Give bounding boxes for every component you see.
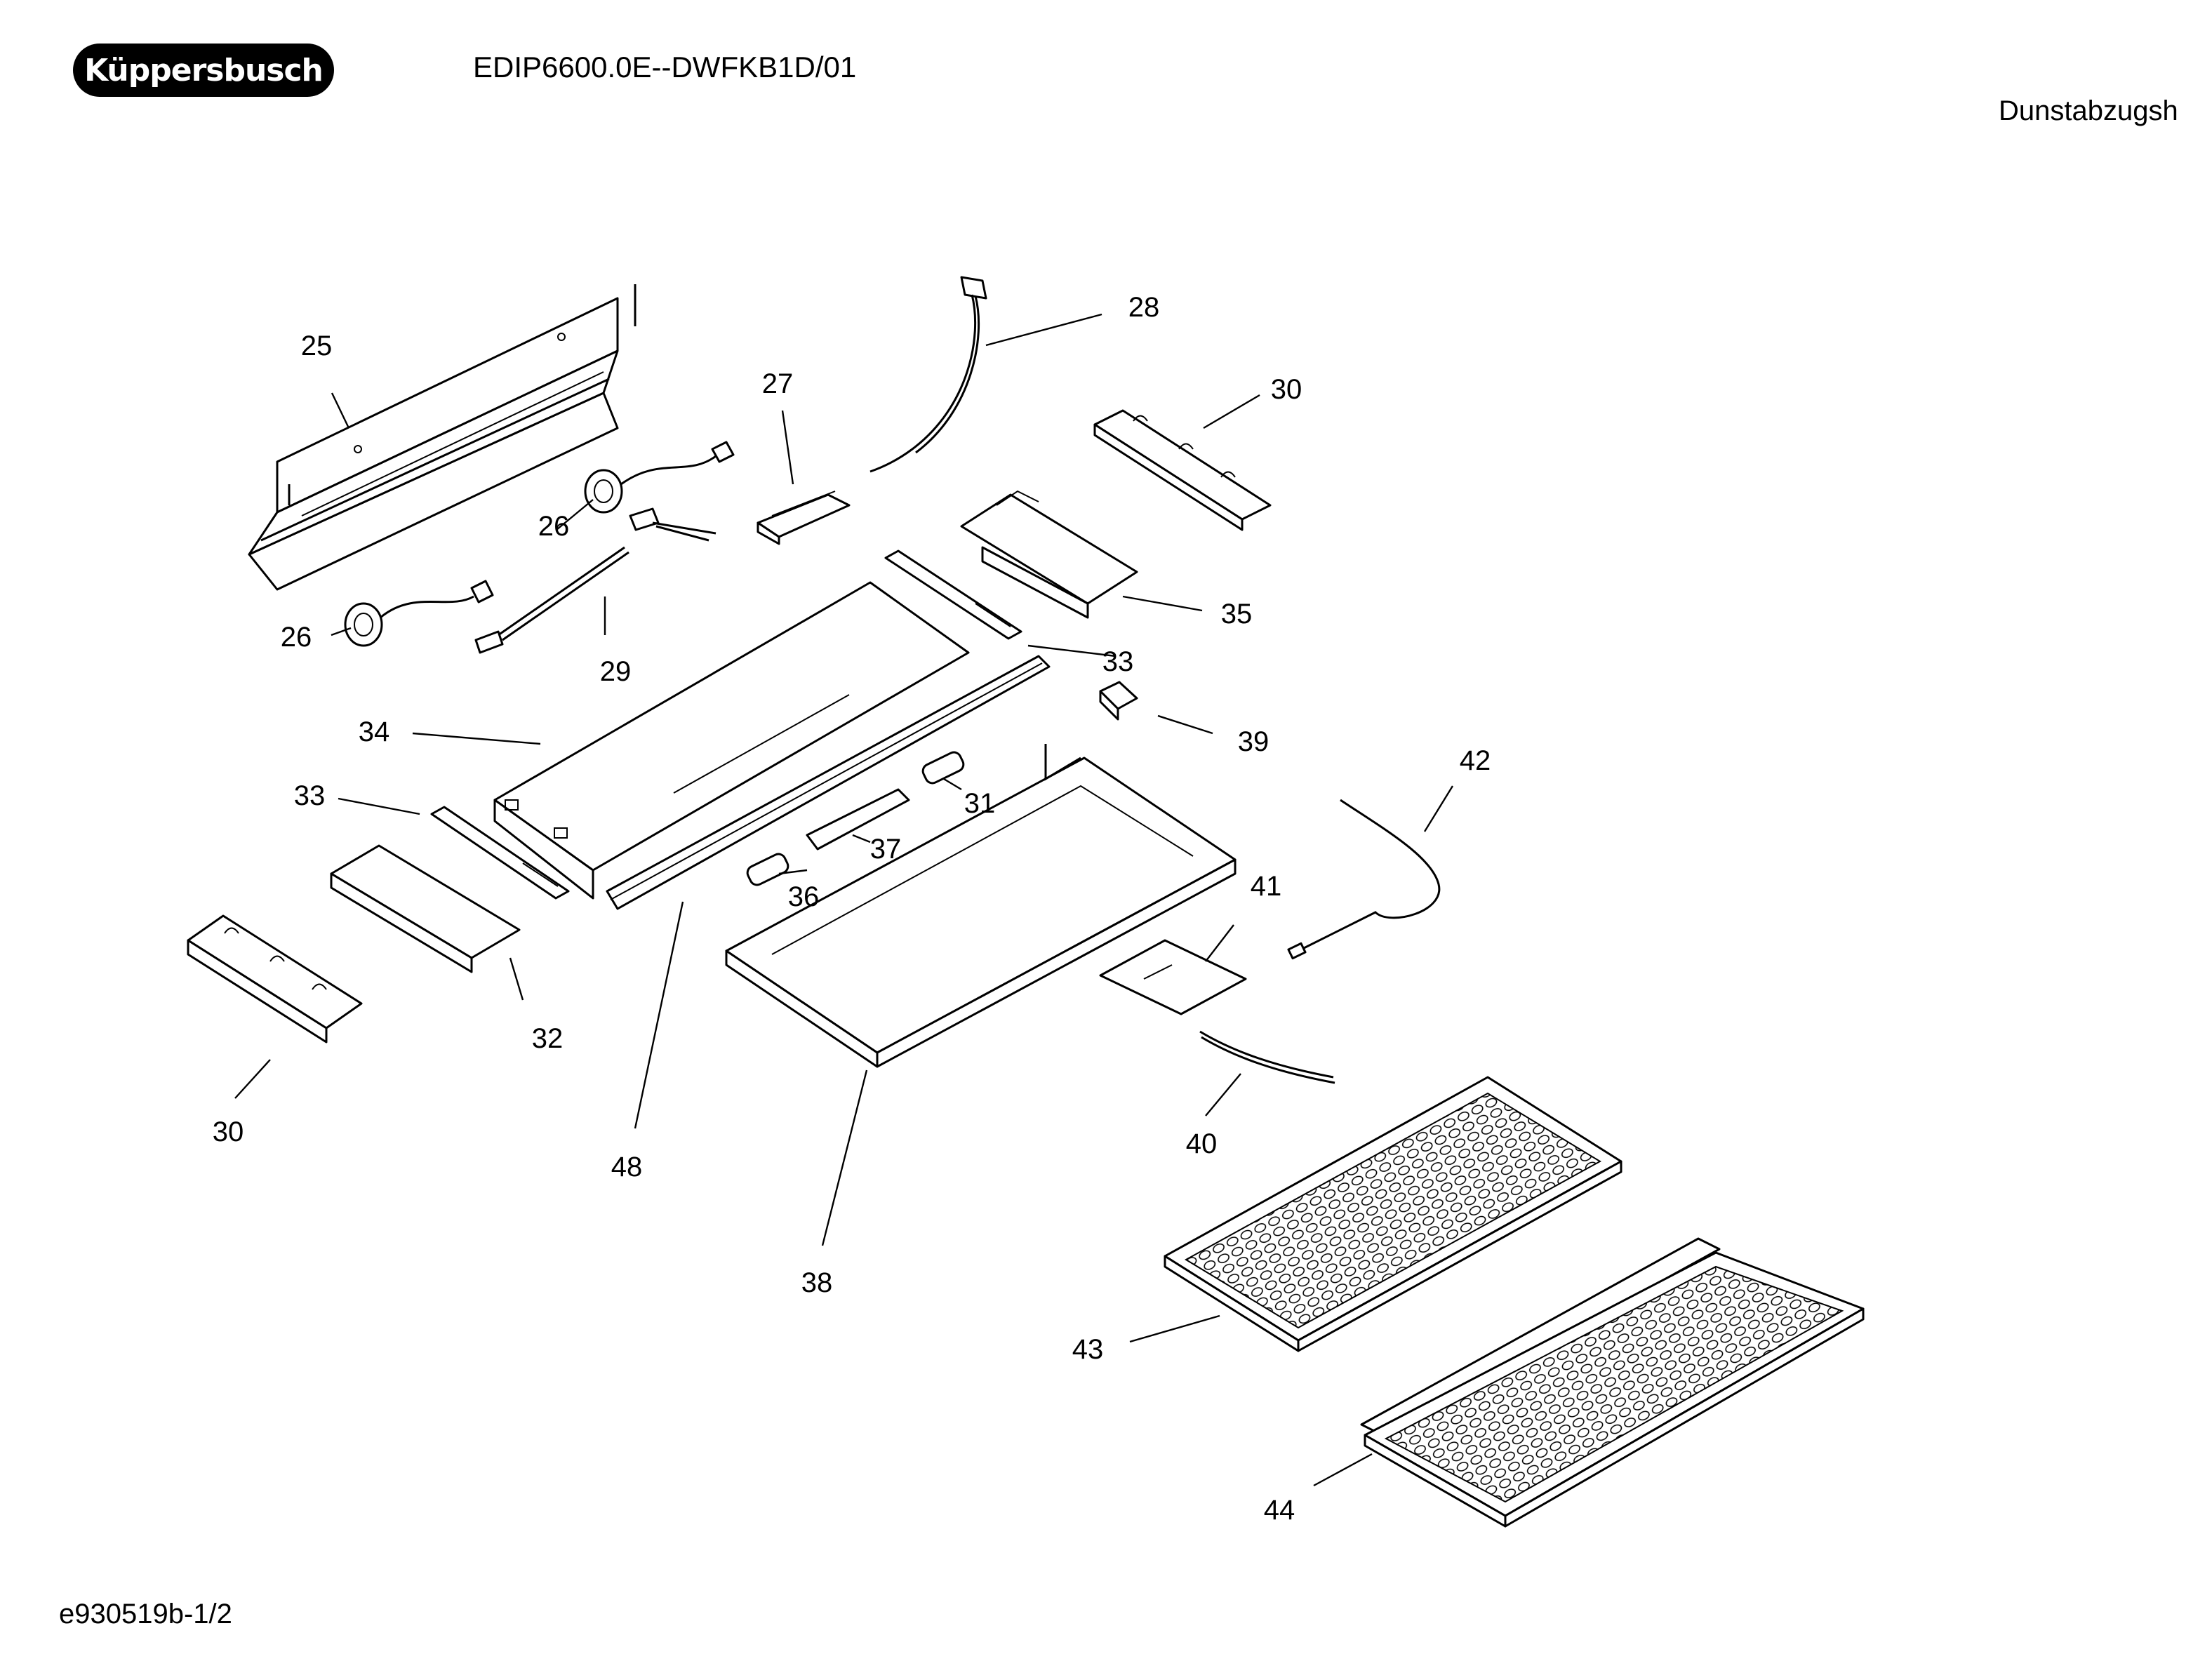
part-label-42: 42 [1459, 745, 1491, 776]
part-label-35: 35 [1220, 599, 1253, 629]
part-label-26-upper: 26 [538, 511, 570, 542]
part-label-44: 44 [1263, 1495, 1295, 1526]
brand-logo: Küppersbusch [73, 44, 334, 97]
part-label-26-lower: 26 [280, 622, 312, 653]
part-label-37: 37 [869, 834, 902, 865]
part-30-end-cap-upper [1093, 409, 1272, 531]
part-40-ribbon-cable [1199, 1030, 1335, 1084]
part-43-grease-filter [1164, 1076, 1622, 1352]
part-31-button [921, 751, 965, 785]
part-48-trim-strip [606, 655, 1051, 910]
part-27-ballast [757, 491, 851, 545]
part-label-39: 39 [1237, 726, 1269, 757]
part-label-33-upper: 33 [1102, 646, 1134, 677]
part-label-30-lower: 30 [212, 1116, 244, 1147]
part-label-38: 38 [801, 1267, 833, 1298]
model-number: EDIP6600.0E--DWFKB1D/01 [473, 51, 857, 84]
part-32-control-module [330, 844, 521, 973]
part-label-48: 48 [611, 1152, 643, 1182]
part-label-34: 34 [358, 716, 390, 747]
part-38-housing-tray [725, 744, 1237, 1068]
part-label-40: 40 [1185, 1128, 1218, 1159]
part-33-light-rail-lower [430, 806, 570, 900]
part-41-circuit-board [1099, 939, 1247, 1015]
part-label-25: 25 [300, 331, 333, 361]
part-25-mounting-bracket [248, 284, 637, 591]
category-title: Dunstabzugsh [1999, 95, 2178, 126]
part-28-cable [869, 276, 987, 473]
part-label-32: 32 [531, 1023, 564, 1054]
part-34-front-cover [493, 581, 970, 900]
document-reference: e930519b-1/2 [59, 1599, 232, 1629]
part-39-rocker-switch [1099, 681, 1138, 721]
part-label-27: 27 [761, 368, 794, 399]
leader-lines [234, 313, 1454, 1487]
part-label-30-upper: 30 [1270, 374, 1302, 405]
part-29-lamp-tube [474, 507, 717, 654]
brand-logo-text: Küppersbusch [84, 52, 324, 88]
part-label-41: 41 [1250, 871, 1282, 902]
part-36-button [746, 853, 789, 886]
part-44-grease-filter [1360, 1237, 1865, 1528]
part-label-33-lower: 33 [293, 780, 326, 811]
part-35-electronics-housing [960, 490, 1138, 619]
part-33-light-rail-upper [884, 549, 1022, 640]
part-26-lamp-holder-upper [584, 441, 735, 514]
part-37-switch-panel [806, 788, 910, 851]
part-label-43: 43 [1072, 1334, 1104, 1365]
part-label-31: 31 [964, 788, 996, 819]
part-label-36: 36 [787, 881, 820, 912]
part-label-29: 29 [599, 656, 632, 687]
part-26-lamp-holder-lower [344, 580, 494, 647]
part-30-end-cap-lower [187, 914, 363, 1044]
part-label-28: 28 [1128, 292, 1160, 323]
part-42-sensor-cable [1287, 799, 1441, 960]
